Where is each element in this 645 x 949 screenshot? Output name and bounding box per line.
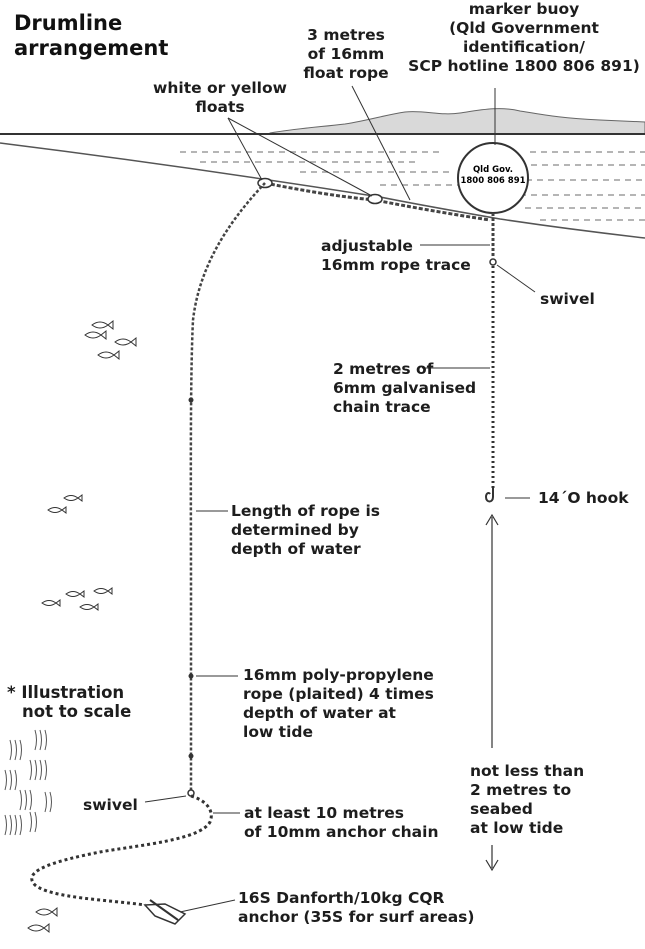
poly-rope-label: 16mm poly-propylene rope (plaited) 4 tim… — [243, 666, 434, 742]
seabed-distance-label-line: seabed — [470, 800, 533, 818]
fish-bottom — [27, 906, 58, 934]
float-rope-label-line: of 16mm — [307, 45, 385, 63]
chain-trace-label-line: 6mm galvanised — [333, 379, 477, 397]
chain-trace-label: 2 metres of 6mm galvanised chain trace — [333, 360, 476, 417]
anchor-chain-label-line: of 10mm anchor chain — [244, 823, 439, 841]
anchor-shank — [149, 899, 179, 921]
shoreline — [269, 108, 645, 135]
poly-rope-label-line: rope (plaited) 4 times — [243, 685, 434, 703]
rope-length-label: Length of rope is determined by depth of… — [231, 502, 380, 559]
rope-length-label-line: Length of rope is — [231, 502, 380, 520]
floats-label: white or yellow floats — [130, 79, 310, 117]
fish-school-lower — [41, 587, 113, 611]
floats-label-line: floats — [195, 98, 245, 116]
poly-rope-label-line: depth of water at — [243, 704, 396, 722]
rope-knot-1 — [188, 397, 194, 403]
water-surface — [0, 142, 645, 239]
not-to-scale-line: not to scale — [22, 702, 132, 721]
marker-buoy-label-line: identification/ — [463, 38, 585, 56]
anchor-label-line: 16S Danforth/10kg CQR — [238, 889, 445, 907]
rope-length-label-line: depth of water — [231, 540, 361, 558]
rope-trace-label-line: 16mm rope trace — [321, 256, 471, 274]
anchor-label-line: anchor (35S for surf areas) — [238, 908, 475, 926]
rope-knot-2 — [188, 673, 194, 679]
rope-trace-label-line: adjustable — [321, 237, 413, 255]
seabed-distance-label: not less than 2 metres to seabed at low … — [470, 762, 584, 838]
rope-knot-3 — [188, 753, 194, 759]
title-line1: Drumline — [14, 11, 123, 35]
seaweed — [4, 729, 52, 836]
fish-school-upper — [84, 319, 137, 361]
float-rope-label-line: 3 metres — [307, 26, 385, 44]
buoy-text-line1: Qld Gov. — [473, 165, 513, 175]
seabed-distance-label-line: at low tide — [470, 819, 564, 837]
marker-buoy-label-line: (Qld Government — [449, 19, 599, 37]
hook-label: 14´O hook — [538, 489, 629, 507]
not-to-scale-note: * Illustration not to scale — [7, 683, 131, 721]
anchor-chain-label-line: at least 10 metres — [244, 804, 405, 822]
float-rope-label: 3 metres of 16mm float rope — [296, 26, 396, 83]
swivel-top-mark — [489, 258, 497, 266]
seabed-distance-label-line: 2 metres to — [470, 781, 572, 799]
anchor-label: 16S Danforth/10kg CQR anchor (35S for su… — [238, 889, 474, 927]
pointer-lines — [144, 85, 536, 913]
not-to-scale-line: * Illustration — [7, 683, 125, 702]
chain-trace-label-line: chain trace — [333, 398, 431, 416]
seabed-distance-label-line: not less than — [470, 762, 585, 780]
rope-length-label-line: determined by — [231, 521, 359, 539]
seabed-distance-arrow — [485, 513, 499, 872]
anchor-chain — [30, 794, 213, 907]
poly-rope-label-line: 16mm poly-propylene — [243, 666, 434, 684]
floats-label-line: white or yellow — [153, 79, 287, 97]
hook — [484, 488, 494, 503]
float-2 — [367, 193, 383, 205]
swivel-bottom-label: swivel — [83, 796, 138, 814]
poly-rope-label-line: low tide — [243, 723, 314, 741]
poly-rope — [189, 182, 266, 790]
buoy-text-line2: 1800 806 891 — [460, 176, 525, 186]
float-rope-label-line: float rope — [303, 64, 389, 82]
water-ripples — [180, 151, 645, 221]
chain-trace-label-line: 2 metres of — [333, 360, 434, 378]
fish-school-middle — [47, 494, 83, 514]
anchor-chain-label: at least 10 metres of 10mm anchor chain — [244, 804, 439, 842]
marker-buoy-label-line: SCP hotline 1800 806 891) — [408, 57, 640, 75]
rope-trace-label: adjustable 16mm rope trace — [321, 237, 471, 275]
marker-buoy-label-line: marker buoy — [468, 0, 580, 18]
title-line2: arrangement — [14, 36, 169, 60]
anchor — [143, 903, 187, 925]
swivel-top-label: swivel — [540, 290, 595, 308]
marker-buoy-label: marker buoy (Qld Government identificati… — [404, 0, 644, 76]
